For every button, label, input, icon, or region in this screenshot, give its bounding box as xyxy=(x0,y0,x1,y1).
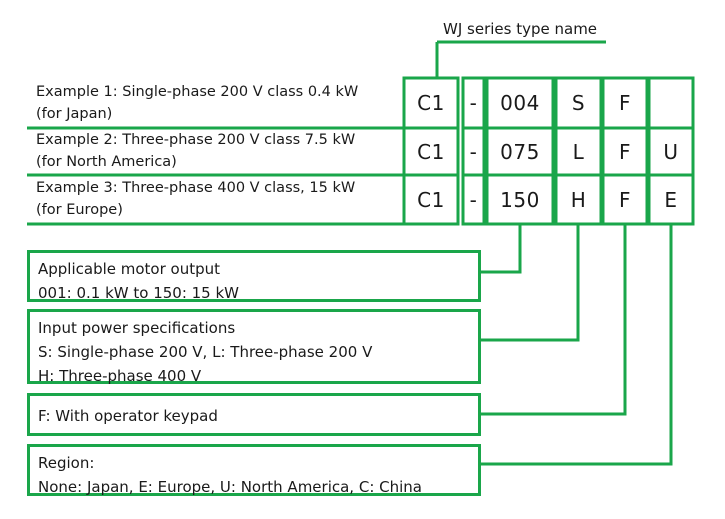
annotation-line: F: With operator keypad xyxy=(38,407,218,425)
code-cell-voltage: S xyxy=(571,91,586,115)
example-3-line1: Example 3: Three-phase 400 V class, 15 k… xyxy=(36,180,356,196)
example-1-line2: (for Japan) xyxy=(36,106,113,122)
connector-voltage xyxy=(481,224,580,342)
code-cell-region: U xyxy=(663,139,679,164)
code-cell-keypad: F xyxy=(618,139,631,164)
code-cell-voltage: L xyxy=(572,139,585,164)
connector-region xyxy=(481,224,673,466)
annotation-line: Input power specifications xyxy=(38,319,236,337)
code-cell-output: 150 xyxy=(500,187,540,212)
annotation-motor-output: Applicable motor output 001: 0.1 kW to 1… xyxy=(27,250,481,302)
connector-output xyxy=(481,224,522,274)
example-2-line1: Example 2: Three-phase 200 V class 7.5 k… xyxy=(36,132,356,148)
code-cell-hyphen: - xyxy=(469,187,478,212)
code-cell-series: C1 xyxy=(417,139,445,164)
series-title: WJ series type name xyxy=(443,20,598,38)
example-3-description: Example 3: Three-phase 400 V class, 15 k… xyxy=(36,177,355,221)
code-cell-voltage: H xyxy=(570,187,587,212)
annotation-input-power: Input power specifications S: Single-pha… xyxy=(27,309,481,385)
code-cell-region xyxy=(649,78,693,128)
example-2-description: Example 2: Three-phase 200 V class 7.5 k… xyxy=(36,129,355,173)
annotation-line: S: Single-phase 200 V, L: Three-phase 20… xyxy=(38,343,373,361)
code-cell-output: 004 xyxy=(500,91,540,115)
code-cell-series: C1 xyxy=(417,91,445,115)
example-2-line2: (for North America) xyxy=(36,154,177,170)
annotation-line: Region: xyxy=(38,454,95,472)
code-cell-keypad: F xyxy=(618,91,631,115)
code-cell-keypad: F xyxy=(618,187,631,212)
annotation-line: 001: 0.1 kW to 150: 15 kW xyxy=(38,284,240,302)
code-column-series xyxy=(402,76,460,226)
code-cell-hyphen: - xyxy=(469,91,478,115)
code-cell-output: 075 xyxy=(500,139,540,164)
code-column-hyphen xyxy=(461,76,486,226)
code-cell-hyphen: - xyxy=(469,139,478,164)
example-1-line1: Example 1: Single-phase 200 V class 0.4 … xyxy=(36,84,359,100)
example-1-description: Example 1: Single-phase 200 V class 0.4 … xyxy=(36,81,358,125)
annotation-line: None: Japan, E: Europe, U: North America… xyxy=(38,478,422,496)
code-cell-series: C1 xyxy=(417,187,445,212)
annotation-region: Region: None: Japan, E: Europe, U: North… xyxy=(27,444,481,496)
annotation-keypad: F: With operator keypad xyxy=(27,393,481,436)
annotation-line: H: Three-phase 400 V xyxy=(38,367,202,385)
connector-keypad xyxy=(481,224,627,416)
example-3-line2: (for Europe) xyxy=(36,202,123,218)
code-cell-region: E xyxy=(664,187,678,212)
annotation-line: Applicable motor output xyxy=(38,260,221,278)
